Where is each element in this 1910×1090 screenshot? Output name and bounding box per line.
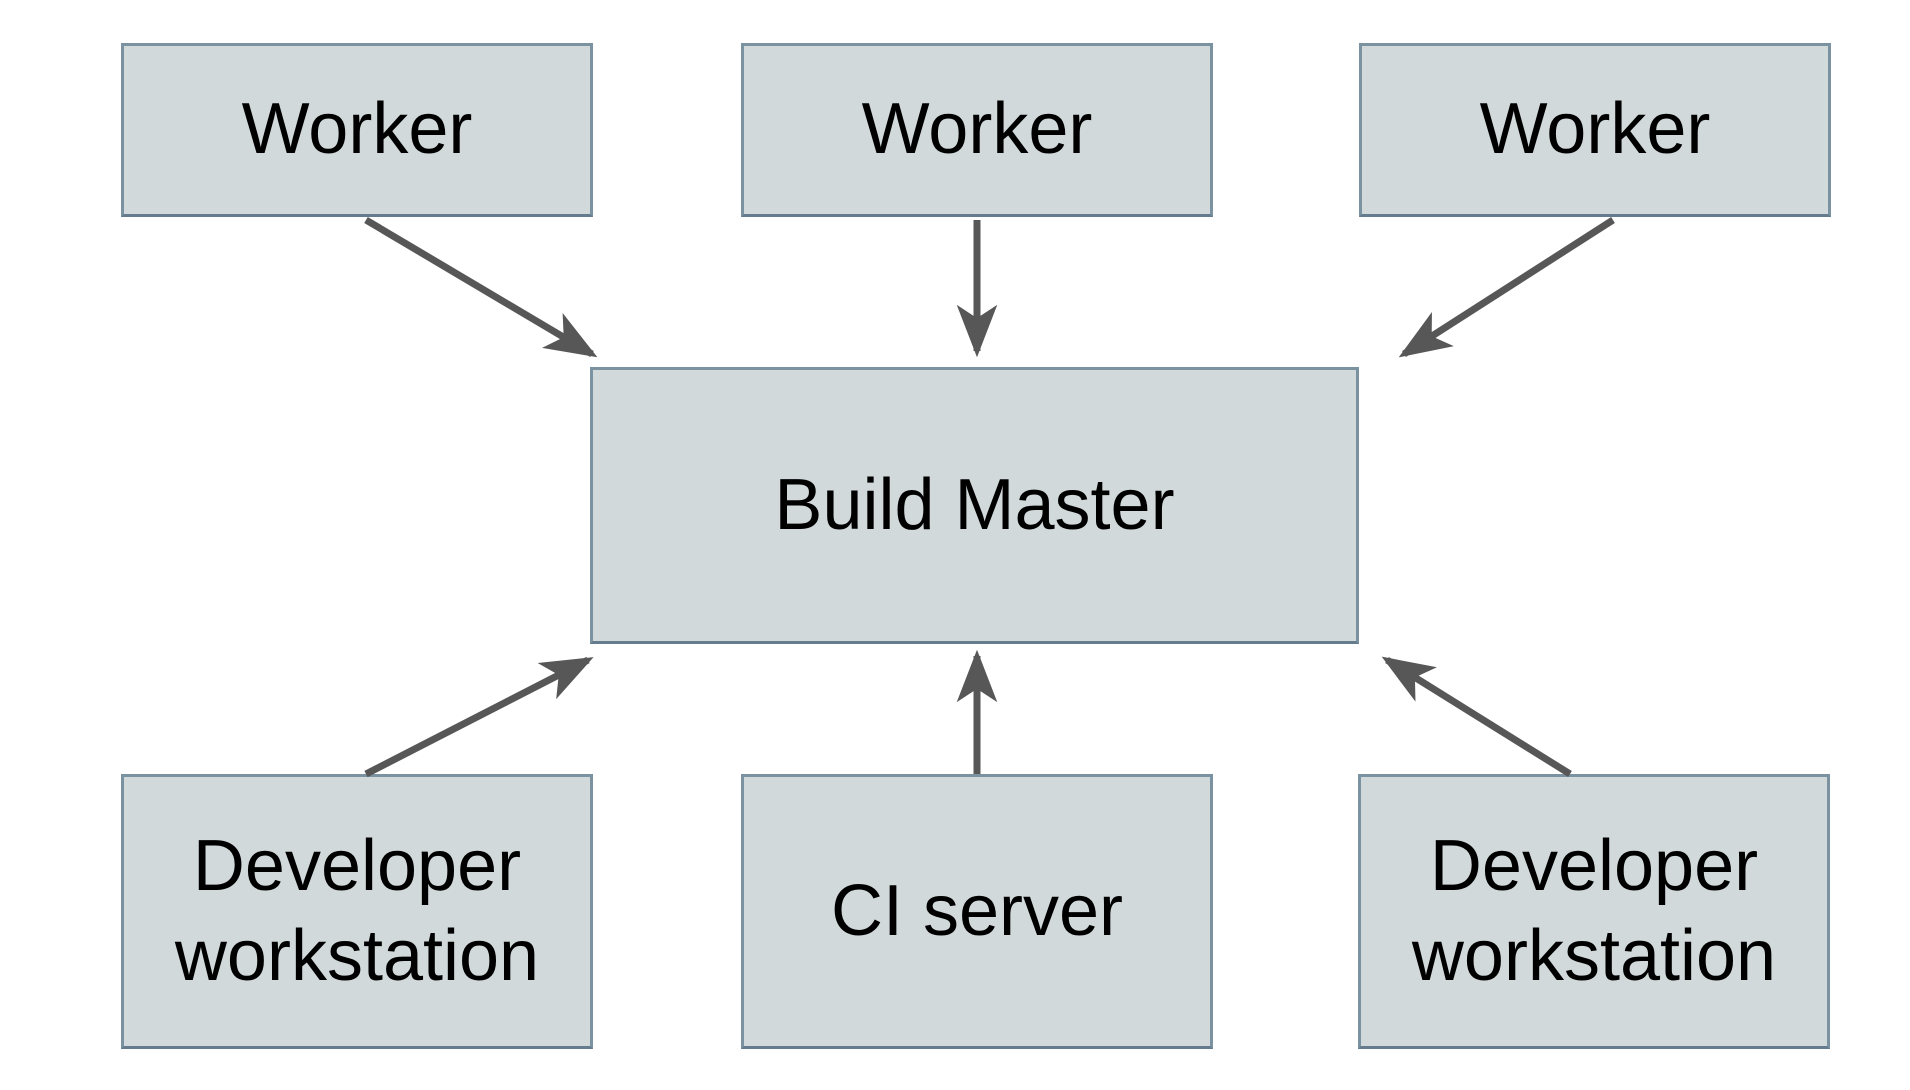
node-developer-workstation-right-label: Developer workstation (1411, 826, 1777, 996)
node-worker-3-label: Worker (1479, 89, 1711, 170)
arrow-worker-3-to-build-master (1398, 217, 1615, 358)
node-worker-3: Worker (1359, 43, 1831, 217)
node-build-master-label: Build Master (774, 464, 1175, 545)
arrow-developer-workstation-left-to-build-master (364, 656, 594, 778)
node-developer-workstation-left: Developer workstation (121, 774, 593, 1049)
node-developer-workstation-left-label: Developer workstation (174, 826, 540, 996)
node-ci-server-label: CI server (830, 870, 1124, 951)
node-worker-1-label: Worker (241, 89, 473, 170)
node-build-master: Build Master (590, 367, 1359, 644)
node-ci-server: CI server (741, 774, 1213, 1049)
arrow-worker-1-to-build-master (364, 216, 598, 358)
node-worker-1: Worker (121, 43, 593, 217)
arrow-developer-workstation-right-to-build-master (1381, 656, 1572, 777)
node-developer-workstation-right: Developer workstation (1358, 774, 1830, 1049)
node-worker-2: Worker (741, 43, 1213, 217)
node-worker-2-label: Worker (861, 89, 1093, 170)
